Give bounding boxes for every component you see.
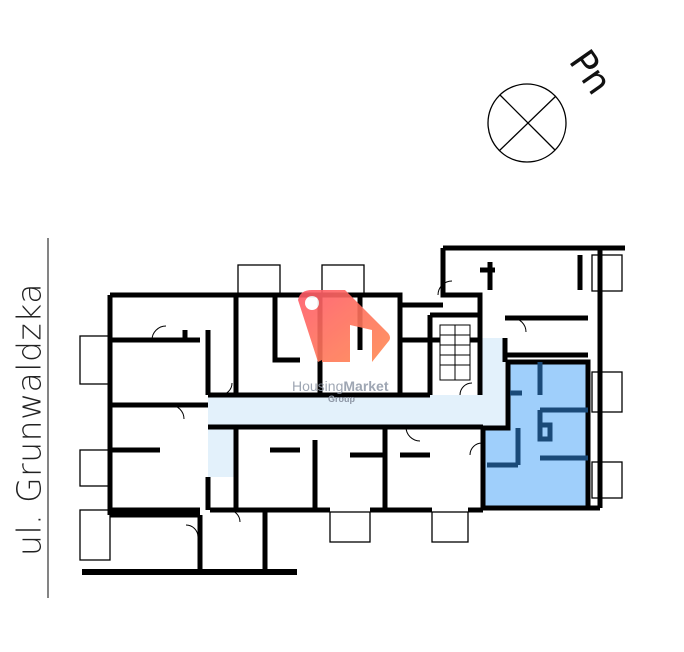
- housingmarket-logo: [298, 290, 390, 362]
- logo-text: HousingMarket: [292, 378, 389, 394]
- logo-brand-bold: Market: [343, 378, 389, 394]
- street-label: ul. Grunwaldzka: [9, 283, 49, 556]
- corridor: [208, 338, 505, 477]
- compass-icon: [487, 83, 567, 163]
- logo-brand-light: Housing: [292, 378, 344, 394]
- logo-sub: Group: [328, 394, 355, 404]
- balconies: [79, 254, 623, 561]
- staircase: [439, 324, 471, 381]
- doors: [151, 280, 527, 538]
